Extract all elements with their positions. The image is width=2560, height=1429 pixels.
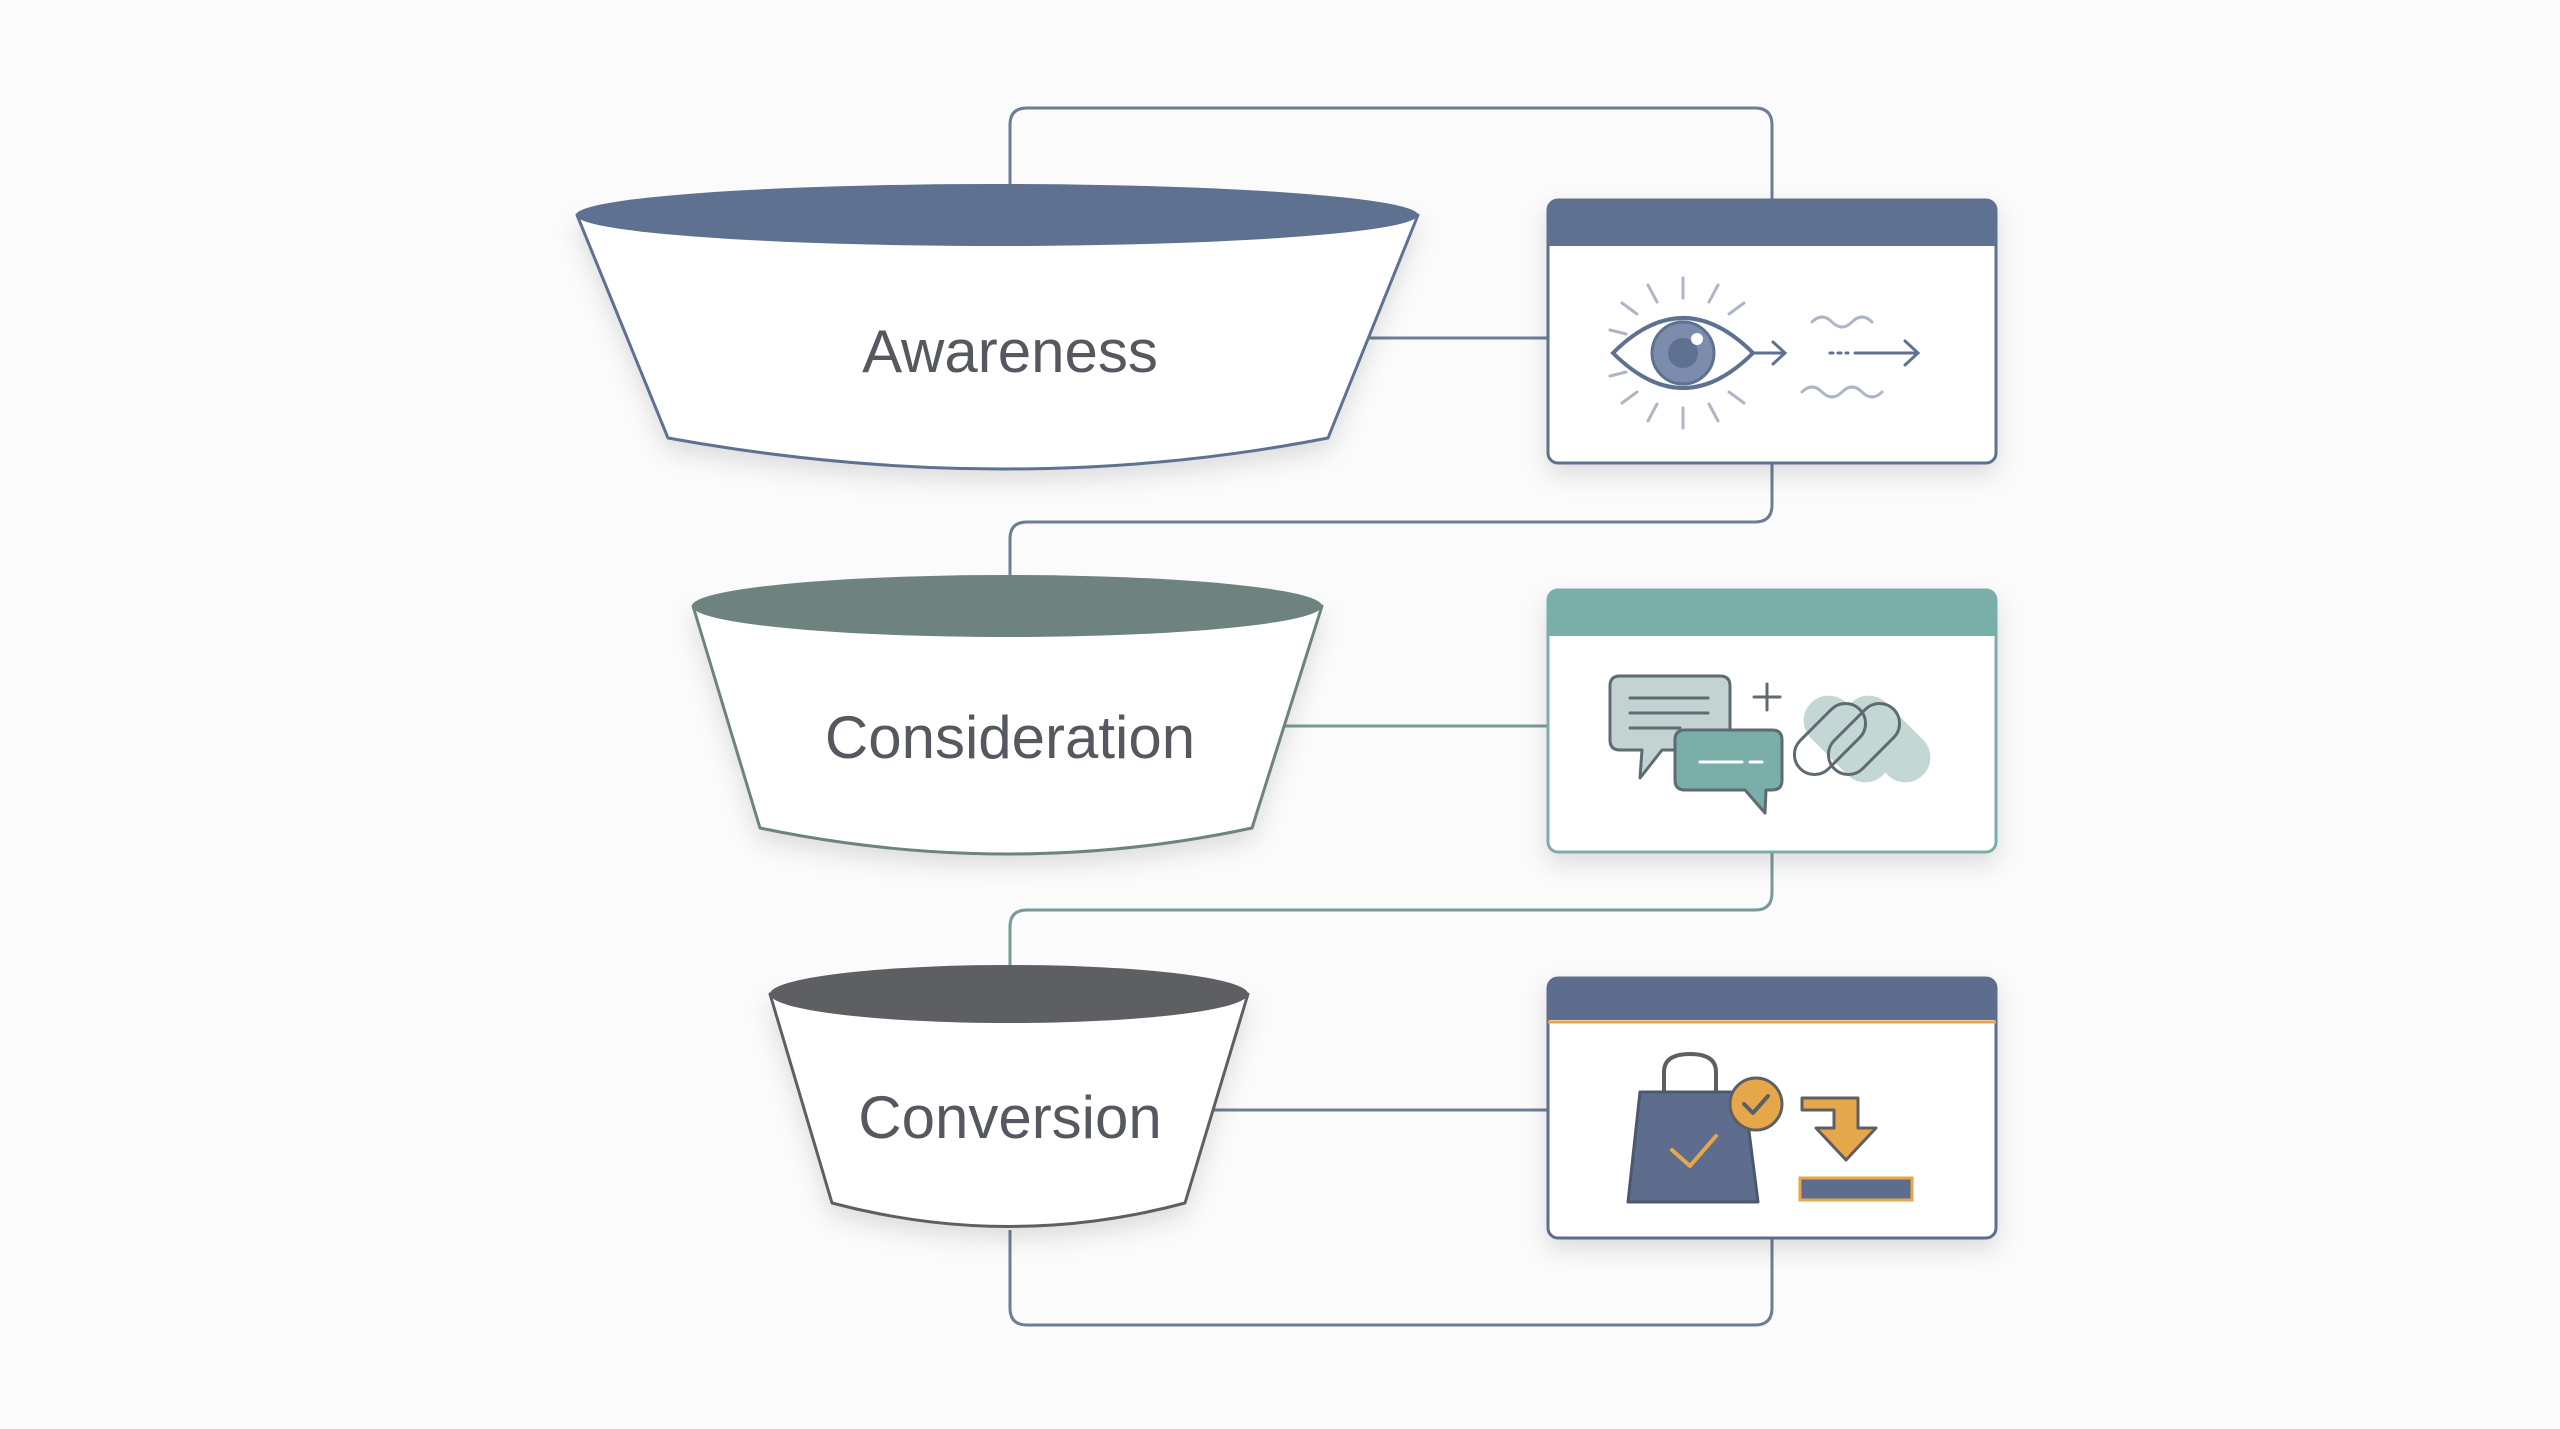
panel-header-bar bbox=[1548, 590, 1996, 636]
funnel-body bbox=[691, 604, 1324, 856]
panel-header-bar bbox=[1548, 200, 1996, 246]
panel-conversion bbox=[1546, 976, 1998, 1240]
panel-header-bar bbox=[1548, 978, 1996, 1020]
connector-bottom-loop bbox=[1008, 1230, 1774, 1327]
chat-bubbles-icon bbox=[1608, 674, 1784, 815]
funnel-rim bbox=[692, 575, 1322, 637]
connector-consideration-to-conversion bbox=[1008, 852, 1774, 966]
panel-awareness bbox=[1546, 198, 1998, 465]
download-arrow-icon bbox=[1798, 1096, 1914, 1202]
funnel-stage-awareness: Awareness bbox=[575, 184, 1420, 471]
funnel-stage-consideration: Consideration bbox=[691, 575, 1324, 856]
signal-arrow-icon bbox=[1800, 315, 1921, 399]
shopping-bag-check-icon bbox=[1626, 1051, 1784, 1204]
link-icon bbox=[1792, 695, 1931, 783]
funnel-rim bbox=[770, 965, 1248, 1023]
funnel-body bbox=[768, 992, 1250, 1228]
stage-label-awareness: Awareness bbox=[862, 318, 1158, 385]
funnel-body bbox=[575, 213, 1420, 471]
stage-label-consideration: Consideration bbox=[825, 704, 1195, 771]
stage-label-conversion: Conversion bbox=[858, 1084, 1162, 1151]
eye-icon bbox=[1608, 276, 1788, 430]
funnel-stage-conversion: Conversion bbox=[768, 965, 1250, 1228]
funnel-rim bbox=[576, 184, 1418, 246]
connector-awareness-to-consideration bbox=[1008, 463, 1774, 578]
panel-consideration bbox=[1546, 588, 1998, 854]
connectors bbox=[1008, 106, 1774, 1327]
connector-top-loop bbox=[1008, 106, 1774, 200]
